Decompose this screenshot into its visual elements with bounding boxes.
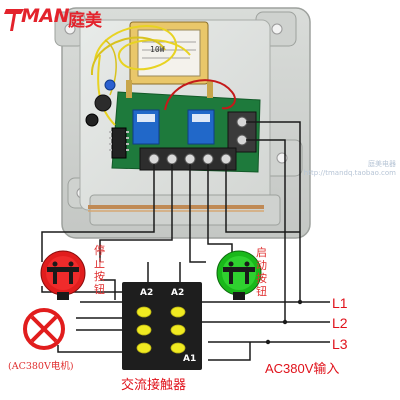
start-button-label: 启动按钮 (256, 246, 267, 298)
watermark: 庭美电器 http://tmandq.taobao.com (300, 160, 396, 178)
brand-name-cn: 庭美 (68, 11, 102, 31)
stop-button-label: 停止按钮 (94, 244, 105, 296)
line-label-l1: L1 (332, 295, 348, 311)
wire-stop-left (41, 164, 155, 262)
stop-button-icon (40, 250, 86, 300)
contactor-body (122, 282, 202, 370)
watermark-line-1: 庭美电器 (368, 160, 396, 168)
contactor-contacts (136, 306, 186, 354)
contactor-pin-a1: A1 (183, 354, 197, 364)
transformer-label: 10W (150, 45, 165, 54)
motor-icon (23, 308, 65, 350)
contactor-pin-a2-right: A2 (171, 288, 185, 298)
logo-bolt-icon (4, 9, 24, 31)
watermark-line-2: http://tmandq.taobao.com (303, 169, 396, 177)
contactor-pin-a2-left: A2 (140, 288, 154, 298)
contactor-label: 交流接触器 (121, 378, 187, 393)
supply-input-label: AC380V输入 (265, 361, 340, 376)
motor-label: (AC380V电机) (8, 361, 74, 372)
brand-name-en: MAN (21, 5, 70, 27)
start-button-icon (216, 250, 262, 300)
line-label-l2: L2 (332, 315, 348, 331)
wire-stop-right (99, 164, 173, 262)
line-label-l3: L3 (332, 336, 348, 352)
wire-start-right (225, 164, 300, 233)
